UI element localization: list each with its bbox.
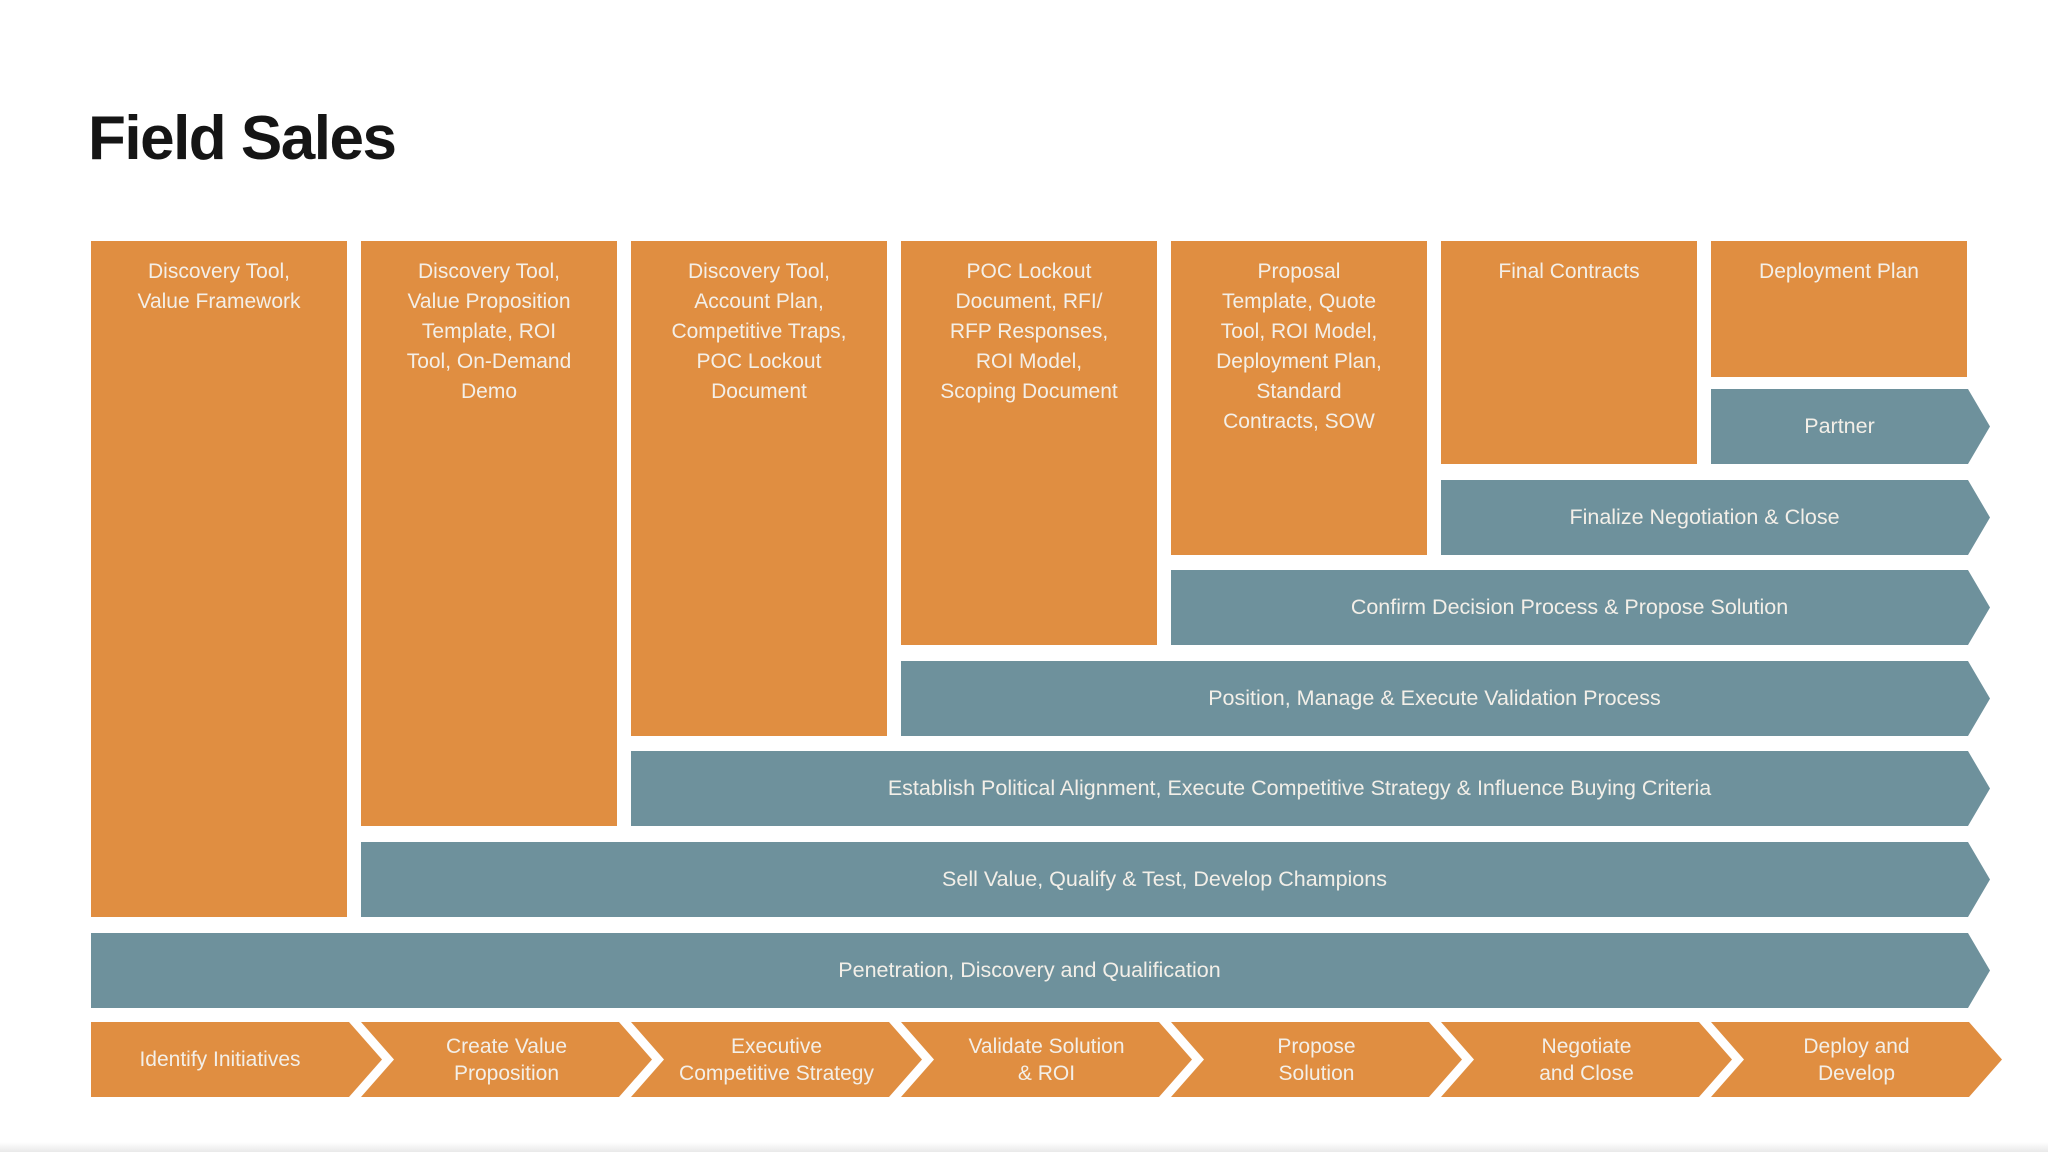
slide-bottom-edge	[0, 1142, 2048, 1152]
stage-arrow-deploy-and-develop: Deploy and Develop	[1711, 1022, 2002, 1097]
stage-arrow-propose-solution: Propose Solution	[1171, 1022, 1462, 1097]
tool-column-discovery-value-framework: Discovery Tool, Value Framework	[91, 241, 347, 917]
tool-column-value-proposition: Discovery Tool, Value Proposition Templa…	[361, 241, 617, 826]
stage-arrow-executive-competitive-strategy: Executive Competitive Strategy	[631, 1022, 922, 1097]
stage-arrow-validate-solution-roi: Validate Solution & ROI	[901, 1022, 1192, 1097]
process-arrow-validation-process: Position, Manage & Execute Validation Pr…	[901, 661, 1990, 736]
tool-column-proposal-template: Proposal Template, Quote Tool, ROI Model…	[1171, 241, 1427, 555]
stage-arrow-negotiate-and-close: Negotiate and Close	[1441, 1022, 1732, 1097]
process-arrow-confirm-decision: Confirm Decision Process & Propose Solut…	[1171, 570, 1990, 645]
stage-arrow-identify-initiatives: Identify Initiatives	[91, 1022, 382, 1097]
tool-column-poc-lockout: POC Lockout Document, RFI/ RFP Responses…	[901, 241, 1157, 645]
tool-column-deployment-plan: Deployment Plan	[1711, 241, 1967, 377]
process-arrow-political-alignment: Establish Political Alignment, Execute C…	[631, 751, 1990, 826]
page-title: Field Sales	[88, 104, 397, 173]
process-arrow-sell-value: Sell Value, Qualify & Test, Develop Cham…	[361, 842, 1990, 917]
process-arrow-finalize-negotiation: Finalize Negotiation & Close	[1441, 480, 1990, 555]
tool-column-account-plan: Discovery Tool, Account Plan, Competitiv…	[631, 241, 887, 736]
process-arrow-penetration-discovery: Penetration, Discovery and Qualification	[91, 933, 1990, 1008]
stage-arrow-create-value-proposition: Create Value Proposition	[361, 1022, 652, 1097]
tool-column-final-contracts: Final Contracts	[1441, 241, 1697, 464]
process-arrow-partner: Partner	[1711, 389, 1990, 464]
